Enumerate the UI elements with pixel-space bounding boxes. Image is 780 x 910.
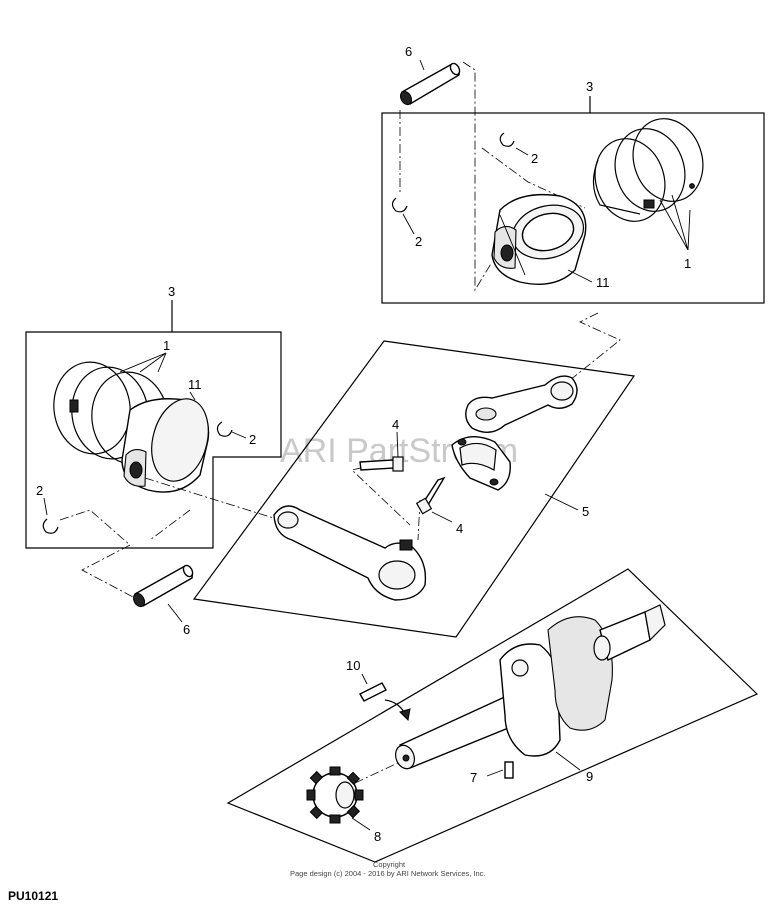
copyright-notice: Page design (c) 2004 - 2016 by ARI Netwo…	[290, 869, 486, 878]
callout-4-bottom: 4	[456, 521, 463, 536]
piston-assembly-box-left: 3	[25, 284, 282, 549]
callout-6-bottom: 6	[183, 622, 190, 637]
callout-7: 7	[470, 770, 477, 785]
retaining-clip-left-right[interactable]	[216, 421, 233, 437]
crank-pin-10[interactable]	[359, 682, 387, 702]
wrist-pin-top[interactable]	[398, 62, 461, 107]
diagram-part-code: PU10121	[8, 889, 58, 903]
dowel-pin-7[interactable]	[504, 761, 514, 779]
piston-assembly-box-top: 3	[381, 79, 765, 304]
piston-top[interactable]	[491, 193, 590, 285]
callout-5: 5	[582, 504, 589, 519]
retaining-clip-left-bottom[interactable]	[42, 518, 59, 534]
callout-10: 10	[346, 658, 360, 673]
callout-3-top: 3	[586, 79, 593, 94]
retaining-clip-top-right[interactable]	[499, 132, 515, 147]
piston-rings-top[interactable]	[585, 110, 714, 231]
rod-bolt-upper[interactable]	[359, 456, 404, 472]
crankshaft-box: 9	[226, 568, 759, 863]
callout-1-left: 1	[163, 338, 170, 353]
crankshaft-gear[interactable]	[306, 766, 364, 824]
copyright-label: Copyright	[373, 860, 406, 869]
callout-9: 9	[586, 769, 593, 784]
callout-11-top: 11	[596, 275, 610, 290]
callout-8: 8	[374, 829, 381, 844]
connecting-rod-cap[interactable]	[451, 436, 511, 491]
callout-11-left: 11	[188, 377, 202, 392]
crankshaft[interactable]	[392, 604, 666, 771]
connecting-rod-big-end[interactable]	[273, 505, 427, 601]
callout-6-top: 6	[405, 44, 412, 59]
connecting-rod-box: 5	[192, 340, 636, 638]
rod-bolt-lower[interactable]	[415, 476, 446, 515]
retaining-clip-top-left[interactable]	[391, 197, 408, 213]
piston-left[interactable]	[121, 392, 217, 493]
callout-1-top: 1	[684, 256, 691, 271]
callout-2-left-right: 2	[249, 432, 256, 447]
callout-2-left-bottom: 2	[36, 483, 43, 498]
callout-4-top: 4	[392, 417, 399, 432]
callout-3-left: 3	[168, 284, 175, 299]
callout-2-top-right: 2	[531, 151, 538, 166]
connecting-rod[interactable]	[465, 375, 578, 433]
callout-2-top-left: 2	[415, 234, 422, 249]
wrist-pin-bottom[interactable]	[131, 564, 194, 609]
